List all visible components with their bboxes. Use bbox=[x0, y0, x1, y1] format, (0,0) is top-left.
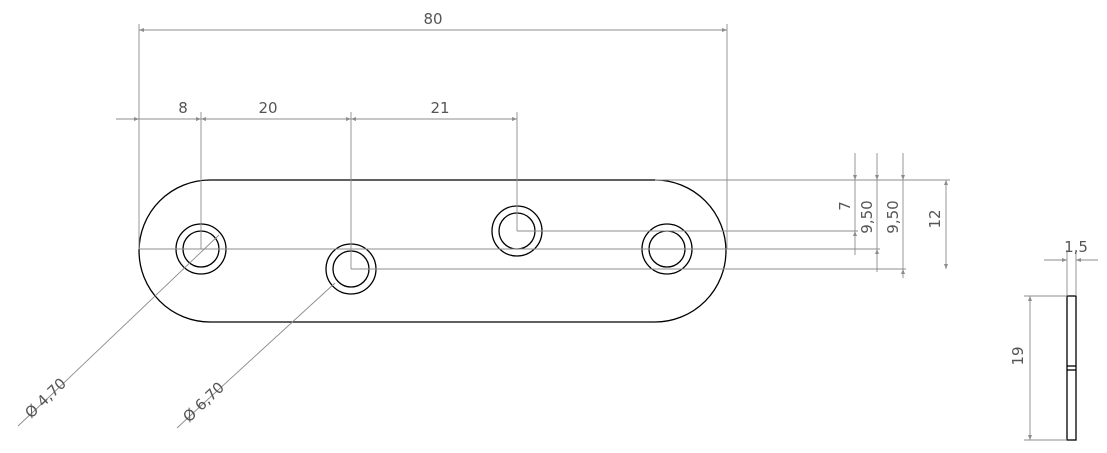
dim-hole-spacing-b: 21 bbox=[351, 99, 517, 121]
offset-top-hole-label: 7 bbox=[836, 201, 854, 211]
offset-hole-b-label: 9,50 bbox=[884, 200, 902, 233]
dim-height: 19 bbox=[1009, 295, 1067, 441]
dim-hole1-offset: 8 bbox=[116, 99, 201, 121]
dim-offset-top-hole: 7 bbox=[836, 153, 857, 255]
hole1-offset-label: 8 bbox=[178, 99, 188, 117]
offset-hole-a-label: 9,50 bbox=[858, 200, 876, 233]
dim-hole-spacing-a: 20 bbox=[201, 99, 351, 121]
dim-width: 12 bbox=[926, 180, 948, 269]
hole-spacing-b-label: 21 bbox=[430, 99, 449, 117]
width-label: 12 bbox=[926, 209, 944, 228]
leader-large-hole: Ø 6,70 bbox=[176, 282, 336, 429]
thickness-label: 1,5 bbox=[1064, 238, 1088, 256]
overall-length-label: 80 bbox=[423, 10, 442, 28]
side-view-outline bbox=[1066, 295, 1077, 441]
plate-top-view bbox=[138, 179, 727, 323]
plate-outline bbox=[138, 179, 727, 323]
dim-offset-hole-a: 9,50 bbox=[858, 153, 879, 272]
dim-thickness: 1,5 bbox=[1044, 238, 1098, 296]
dim-offset-hole-b: 9,50 bbox=[884, 153, 905, 278]
hole-spacing-a-label: 20 bbox=[258, 99, 277, 117]
leader-small-hole: Ø 4,70 bbox=[17, 234, 220, 427]
large-hole-diameter-label: Ø 6,70 bbox=[179, 378, 228, 426]
extension-lines bbox=[138, 24, 950, 270]
dim-overall-length: 80 bbox=[139, 10, 727, 32]
small-hole-diameter-label: Ø 4,70 bbox=[21, 374, 70, 422]
plate-side-view bbox=[1066, 295, 1077, 441]
height-label: 19 bbox=[1009, 346, 1027, 365]
